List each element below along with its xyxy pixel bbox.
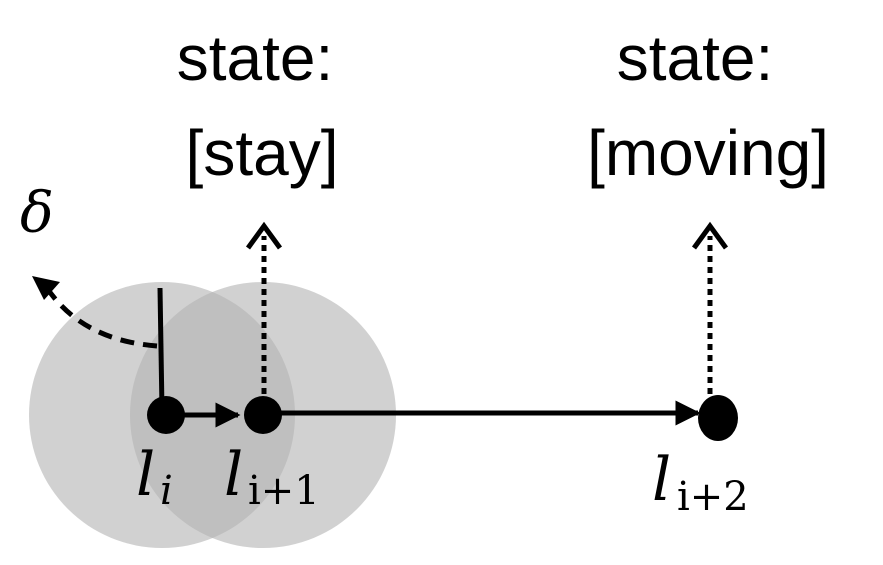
point-li [147, 396, 185, 434]
angle-arc-dashed [42, 283, 158, 349]
point-li1 [244, 396, 282, 434]
reference-line [157, 287, 165, 411]
point-li2 [698, 395, 738, 441]
dotted-arrow-moving-head [691, 221, 729, 250]
label-li1-sub: i+1 [248, 468, 320, 514]
label-li2-base: l [652, 445, 671, 515]
angle-symbol-delta: δ [20, 181, 54, 246]
label-li-sub: i [160, 468, 173, 514]
label-li1-base: l [224, 440, 243, 510]
state-stay-line1: state: [177, 22, 334, 94]
state-moving-line1: state: [617, 22, 774, 94]
label-li-base: l [136, 440, 155, 510]
state-moving-line2: [moving] [587, 117, 829, 189]
angle-arc-arrowhead [32, 276, 60, 300]
state-stay-line2: [stay] [186, 117, 339, 189]
label-li2-sub: i+2 [677, 474, 749, 520]
dotted-arrow-stay-head [245, 221, 283, 250]
